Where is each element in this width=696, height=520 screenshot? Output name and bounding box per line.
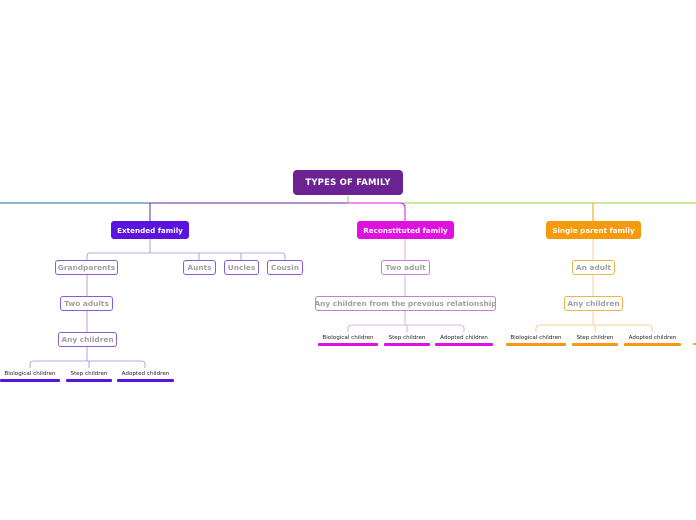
single-parent-family-node[interactable]: Single parent family bbox=[546, 221, 641, 239]
leaf-biological-children-reconstituted[interactable]: Biological children bbox=[322, 335, 374, 341]
extended-children-line bbox=[86, 239, 286, 260]
reconstituted-drop-line bbox=[348, 202, 406, 221]
leaf-bar-reconstituted-1 bbox=[318, 343, 378, 346]
an-adult-node[interactable]: An adult bbox=[572, 260, 615, 275]
any-children-node-single[interactable]: Any children bbox=[564, 296, 623, 311]
leaf-bar-single-1 bbox=[506, 343, 566, 346]
extended-family-node[interactable]: Extended family bbox=[111, 221, 189, 239]
leaf-bar-single-2 bbox=[572, 343, 618, 346]
root-right-line bbox=[347, 196, 696, 204]
leaf-bar-reconstituted-2 bbox=[384, 343, 430, 346]
extended-leaf-line bbox=[29, 347, 146, 368]
leaf-bar-extended-1 bbox=[0, 379, 60, 382]
leaf-step-children-extended[interactable]: Step children bbox=[70, 371, 108, 377]
root-node[interactable]: TYPES OF FAMILY bbox=[293, 170, 403, 195]
any-children-prev-relationship-node[interactable]: Any children from the prevoius relations… bbox=[314, 296, 497, 311]
reconstituted-leaf-line bbox=[347, 311, 465, 332]
uncles-node[interactable]: Uncles bbox=[224, 260, 259, 275]
leaf-step-children-reconstituted[interactable]: Step children bbox=[388, 335, 426, 341]
two-adults-node[interactable]: Two adults bbox=[60, 296, 113, 311]
leaf-bar-extended-2 bbox=[66, 379, 112, 382]
root-to-extended-line bbox=[150, 196, 349, 204]
leaf-adopted-children-single[interactable]: Adopted children bbox=[628, 335, 677, 341]
leaf-step-children-single[interactable]: Step children bbox=[576, 335, 614, 341]
leaf-biological-children-single[interactable]: Biological children bbox=[510, 335, 562, 341]
leaf-adopted-children-reconstituted[interactable]: Adopted children bbox=[440, 335, 488, 341]
grandparents-node[interactable]: Grandparents bbox=[55, 260, 118, 275]
leaf-bar-single-3 bbox=[624, 343, 681, 346]
leaf-biological-children-extended[interactable]: Biological children bbox=[4, 371, 56, 377]
leaf-adopted-children-extended[interactable]: Adopted children bbox=[121, 371, 170, 377]
cousin-node[interactable]: Cousin bbox=[267, 260, 303, 275]
any-children-node-extended[interactable]: Any children bbox=[58, 332, 117, 347]
leaf-bar-reconstituted-3 bbox=[435, 343, 493, 346]
reconstituted-family-node[interactable]: Reconstituted family bbox=[357, 221, 454, 239]
leaf-bar-extended-3 bbox=[117, 379, 174, 382]
two-adult-node[interactable]: Two adult bbox=[381, 260, 430, 275]
single-leaf-line bbox=[535, 311, 653, 332]
aunts-node[interactable]: Aunts bbox=[183, 260, 216, 275]
